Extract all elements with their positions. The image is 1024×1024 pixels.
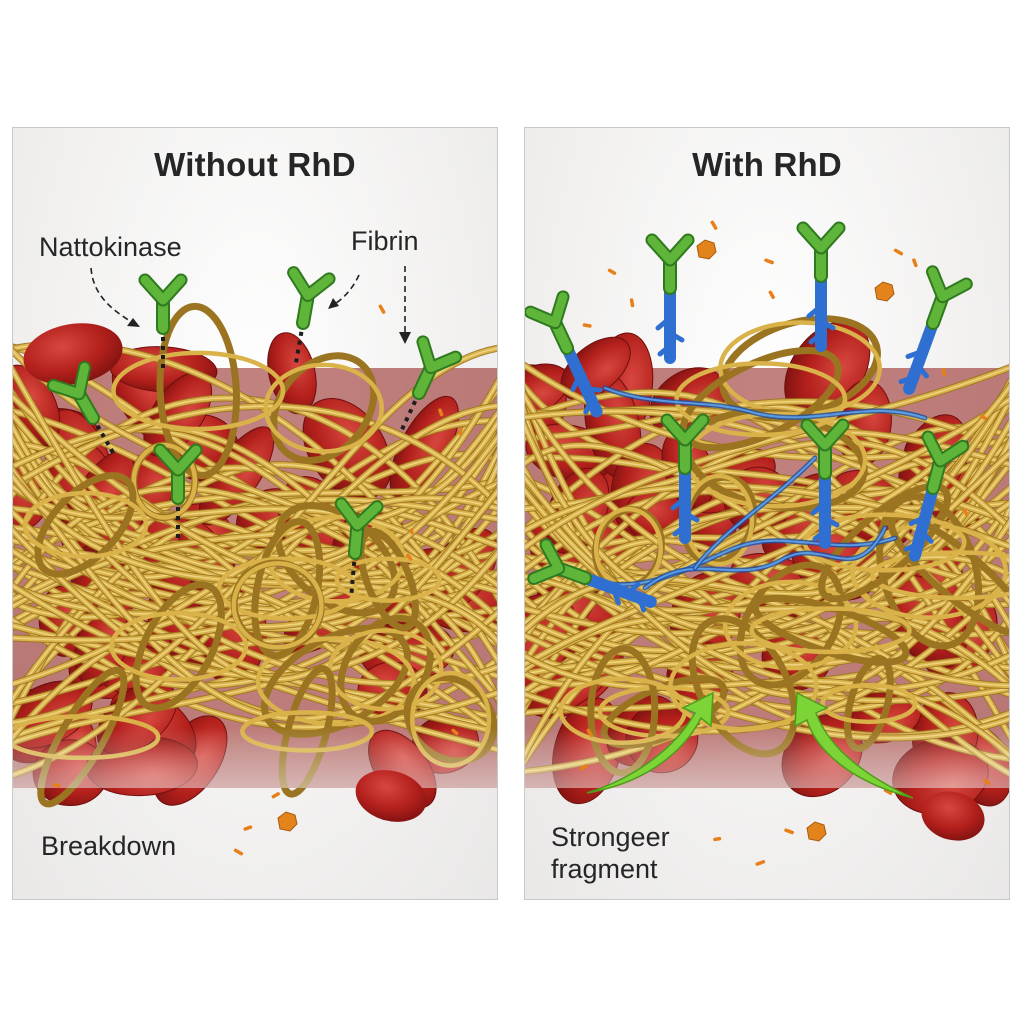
panel-title: With RhD <box>692 146 842 183</box>
fragment <box>243 825 253 831</box>
fragment <box>784 828 794 835</box>
fragment <box>768 290 775 299</box>
nattokinase-label: Nattokinase <box>39 232 182 262</box>
fragment <box>233 848 244 856</box>
pointer-lines <box>90 266 406 338</box>
y-shaped-enzyme-icon <box>334 497 384 599</box>
y-shaped-enzyme-icon <box>898 265 973 395</box>
fragment <box>607 268 617 275</box>
clot-illustration-left <box>13 266 497 856</box>
y-shaped-enzyme-icon <box>398 335 463 435</box>
fragment <box>983 778 991 786</box>
fibrin-strand <box>13 552 497 678</box>
pointer-arrowheads <box>127 298 411 344</box>
clot-illustration-right <box>525 220 1009 866</box>
fragment <box>405 553 413 561</box>
stronger-fragment-label: Strongeer fragment <box>551 821 670 885</box>
y-shaped-enzyme-icon <box>527 538 657 613</box>
fragment <box>451 728 459 736</box>
fragment-cluster <box>277 811 298 832</box>
fibrin-strand <box>13 593 497 728</box>
fragment <box>271 792 280 799</box>
y-shaped-enzyme-icon <box>800 418 850 549</box>
panel-without-rhd: Without RhD Nattokinase Fibrin Breakdown <box>12 127 498 900</box>
breakdown-label: Breakdown <box>41 831 177 861</box>
y-shaped-enzyme-icon <box>287 266 336 368</box>
fragment-cluster <box>806 821 827 842</box>
fragment <box>764 258 774 265</box>
y-shaped-enzyme-icon <box>138 273 188 373</box>
fragment <box>962 508 969 517</box>
fragment <box>941 368 947 377</box>
fragment <box>438 408 444 417</box>
fragment <box>979 414 988 421</box>
fragment <box>710 220 718 230</box>
loose-red-cell <box>23 323 427 822</box>
fragments <box>579 220 991 866</box>
fragment <box>629 298 635 308</box>
y-shaped-enzyme-icon <box>903 430 970 562</box>
fragment <box>378 304 386 314</box>
fibrin-strand <box>13 475 497 642</box>
curved-arrow-icon <box>794 691 914 799</box>
fibrin-strand <box>13 426 497 699</box>
y-shaped-enzyme-icon <box>645 233 695 364</box>
panel-title: Without RhD <box>154 146 356 183</box>
y-shaped-enzyme-icon <box>660 413 710 544</box>
fibrin-strand <box>525 367 1009 549</box>
breakdown-fragments <box>52 304 463 856</box>
fragment <box>579 764 588 771</box>
y-shaped-enzyme-icon <box>796 221 846 352</box>
fibrin-label: Fibrin <box>351 226 419 256</box>
nattokinase-rhd-complexes <box>525 221 973 613</box>
curved-arrow-icon <box>586 691 714 794</box>
fragment <box>582 323 592 328</box>
rhd-strands <box>572 385 928 591</box>
fragment <box>893 248 904 256</box>
panel-with-rhd: With RhD Strongeer fragment <box>524 127 1010 900</box>
y-shaped-enzyme-icon <box>525 290 603 418</box>
fragment <box>713 836 722 842</box>
fragment-cluster <box>696 239 717 260</box>
fragment-cluster <box>874 281 895 302</box>
fibrin-strand <box>13 485 497 586</box>
loose-red-cell <box>921 791 985 841</box>
label-line: fragment <box>551 854 658 884</box>
fragment <box>912 258 918 268</box>
y-shaped-enzyme-icon <box>153 443 203 543</box>
nattokinase-enzymes <box>46 266 463 599</box>
fragment <box>586 728 593 737</box>
fibrin-strand <box>525 575 1009 691</box>
fibrin-strand <box>13 436 497 641</box>
fragment <box>52 783 61 788</box>
y-shaped-enzyme-icon <box>46 360 118 458</box>
fragment <box>409 528 414 535</box>
fragment <box>755 860 766 866</box>
fragment <box>458 427 463 436</box>
fibrin-mesh <box>13 302 497 808</box>
label-line: Strongeer <box>551 822 670 852</box>
